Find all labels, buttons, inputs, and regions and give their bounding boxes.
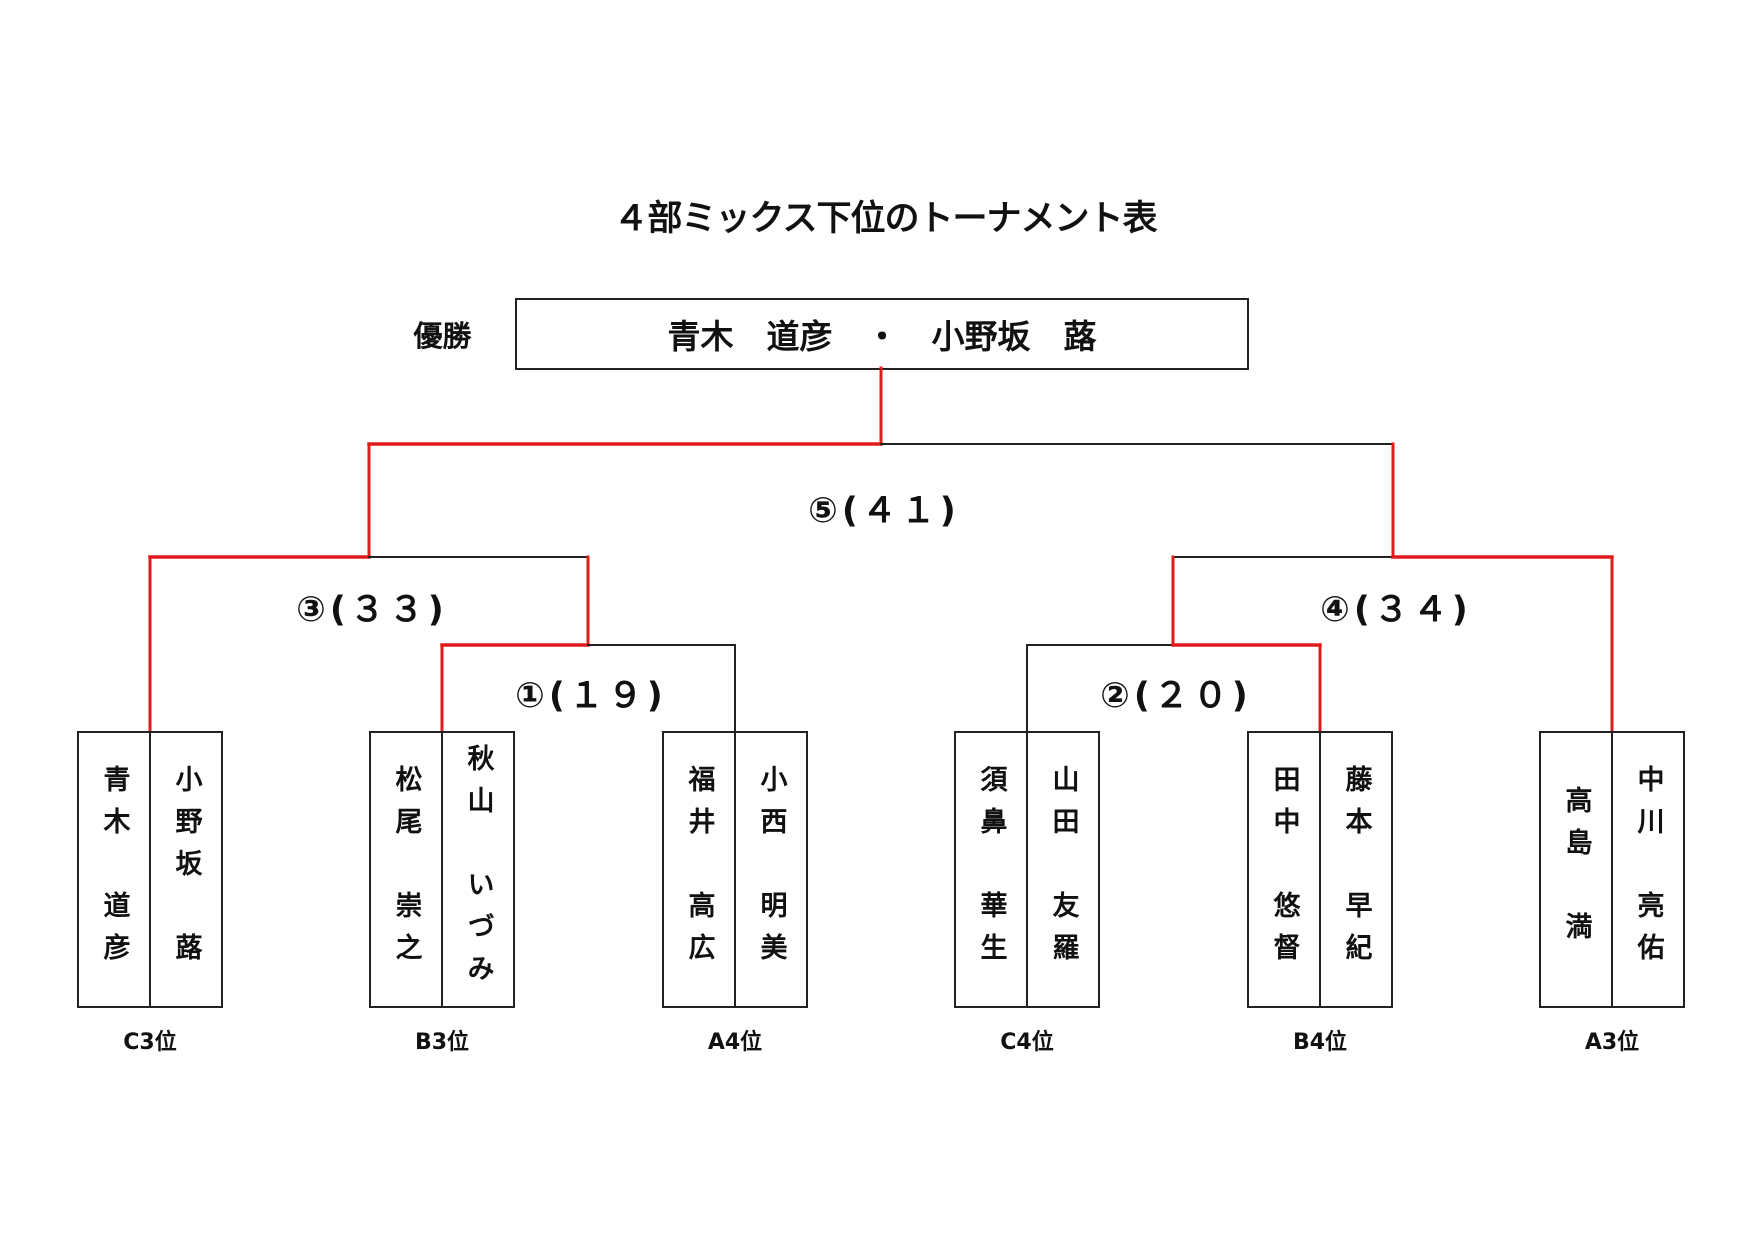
seed-label: B3位 bbox=[414, 1030, 470, 1055]
pair-box: 松尾 崇之 秋山 いづみ bbox=[369, 731, 515, 1008]
pair-box: 福井 高広 小西 明美 bbox=[662, 731, 808, 1008]
seed-label: A4位 bbox=[707, 1030, 763, 1055]
pair-box: 田中 悠督 藤本 早紀 bbox=[1247, 731, 1393, 1008]
seed-label: A3位 bbox=[1584, 1030, 1640, 1055]
champion-label: 優勝 bbox=[413, 319, 472, 353]
seed-label: C4位 bbox=[1000, 1030, 1054, 1055]
player-name: 須鼻 華生 bbox=[975, 764, 1007, 975]
pair-box: 高島 満 中川 亮佑 bbox=[1539, 731, 1685, 1008]
player-name: 山田 友羅 bbox=[1047, 764, 1079, 975]
player-name: 小野坂 蕗 bbox=[170, 764, 202, 975]
player-name: 高島 満 bbox=[1560, 785, 1592, 954]
page-title: ４部ミックス下位のトーナメント表 bbox=[613, 199, 1158, 239]
seed-label: C3位 bbox=[123, 1030, 177, 1055]
match-1-label: ①(１９) bbox=[515, 676, 667, 716]
match-3-label: ③(３３) bbox=[296, 590, 448, 630]
champion-name: 青木 道彦 ・ 小野坂 蕗 bbox=[667, 317, 1097, 356]
match-2-label: ②(２０) bbox=[1100, 676, 1252, 716]
pair-box: 青木 道彦 小野坂 蕗 bbox=[77, 731, 223, 1008]
match-4-label: ④(３４) bbox=[1320, 590, 1472, 630]
player-name: 田中 悠督 bbox=[1268, 764, 1300, 975]
champion-box: 青木 道彦 ・ 小野坂 蕗 bbox=[515, 298, 1249, 370]
player-name: 小西 明美 bbox=[755, 764, 787, 975]
player-name: 中川 亮佑 bbox=[1632, 764, 1664, 975]
match-5-label: ⑤(４１) bbox=[808, 491, 960, 531]
pair-box: 須鼻 華生 山田 友羅 bbox=[954, 731, 1100, 1008]
player-name: 藤本 早紀 bbox=[1340, 764, 1372, 975]
player-name: 松尾 崇之 bbox=[390, 764, 422, 975]
player-name: 福井 高広 bbox=[683, 764, 715, 975]
seed-label: B4位 bbox=[1292, 1030, 1348, 1055]
player-name: 青木 道彦 bbox=[98, 764, 130, 975]
player-name: 秋山 いづみ bbox=[462, 743, 494, 996]
